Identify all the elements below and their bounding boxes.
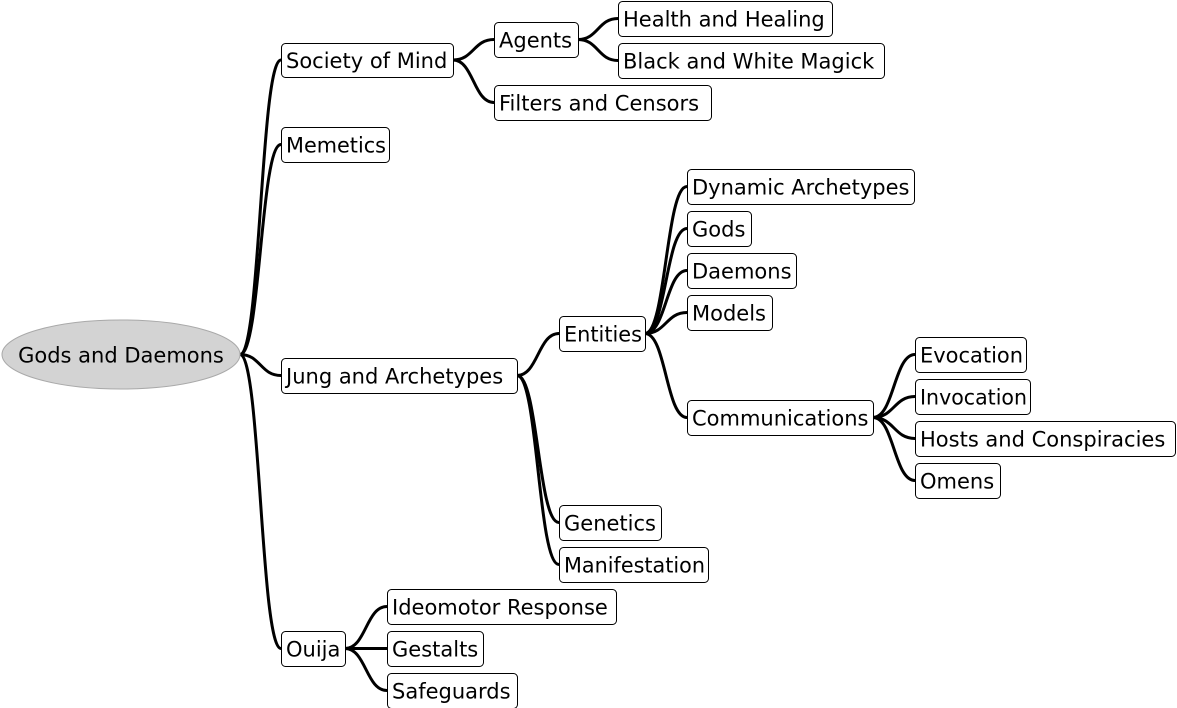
node-box — [687, 295, 773, 331]
node-box — [387, 589, 617, 625]
connector-line — [643, 185, 689, 335]
node-box — [281, 127, 390, 163]
node-box — [687, 253, 797, 289]
connector-line — [238, 353, 283, 650]
connector-line — [576, 38, 620, 62]
connector-line — [643, 227, 689, 335]
node-label: Filters and Censors — [499, 92, 699, 116]
node-box — [281, 43, 454, 78]
node-label: Omens — [920, 470, 994, 494]
node-label: Genetics — [564, 512, 656, 536]
node-safeguards[interactable]: Safeguards — [387, 673, 518, 708]
node-jung-and-archetypes[interactable]: Jung and Archetypes — [281, 358, 518, 394]
connector-line — [515, 374, 561, 566]
node-box — [281, 631, 346, 667]
node-label: Evocation — [920, 344, 1023, 368]
node-label: Health and Healing — [623, 8, 825, 32]
node-daemons[interactable]: Daemons — [687, 253, 797, 289]
connector-line — [451, 58, 496, 104]
node-label: Invocation — [920, 386, 1027, 410]
node-society-of-mind[interactable]: Society of Mind — [281, 43, 454, 78]
node-box — [494, 85, 712, 121]
node-genetics[interactable]: Genetics — [559, 505, 662, 541]
node-label: Memetics — [286, 134, 386, 158]
node-models[interactable]: Models — [687, 295, 773, 331]
node-box — [915, 337, 1027, 373]
node-box — [559, 316, 646, 352]
connector-line — [643, 332, 689, 419]
node-invocation[interactable]: Invocation — [915, 379, 1031, 415]
connector-line — [238, 58, 283, 356]
node-box — [281, 358, 518, 394]
node-label: Gods and Daemons — [18, 344, 224, 368]
node-box — [618, 43, 885, 79]
node-label: Hosts and Conspiracies — [920, 428, 1165, 452]
node-box — [687, 400, 874, 436]
connector-line — [515, 374, 561, 524]
connector-line — [871, 416, 917, 482]
node-box — [618, 1, 833, 37]
node-label: Ideomotor Response — [392, 596, 608, 620]
node-label: Manifestation — [564, 554, 705, 578]
node-ideomotor-response[interactable]: Ideomotor Response — [387, 589, 617, 625]
node-label: Jung and Archetypes — [284, 365, 503, 389]
node-box — [687, 169, 915, 205]
node-label: Communications — [692, 407, 868, 431]
node-gestalts[interactable]: Gestalts — [387, 631, 484, 667]
root-node[interactable]: Gods and Daemons — [1, 319, 241, 390]
node-label: Agents — [499, 29, 572, 53]
connector-line — [343, 647, 389, 692]
node-health-and-healing[interactable]: Health and Healing — [618, 1, 833, 37]
connector-line — [576, 17, 620, 41]
node-dynamic-archetypes[interactable]: Dynamic Archetypes — [687, 169, 915, 205]
connector-line — [238, 143, 283, 356]
node-box — [559, 505, 662, 541]
node-communications[interactable]: Communications — [687, 400, 874, 436]
node-manifestation[interactable]: Manifestation — [559, 547, 709, 583]
node-hosts-and-conspiracies[interactable]: Hosts and Conspiracies — [915, 421, 1176, 457]
node-label: Models — [692, 302, 766, 326]
node-evocation[interactable]: Evocation — [915, 337, 1027, 373]
connector-line — [515, 332, 561, 377]
node-label: Ouija — [286, 638, 340, 662]
node-label: Society of Mind — [286, 49, 447, 73]
node-box — [559, 547, 709, 583]
node-label: Daemons — [692, 260, 792, 284]
node-label: Gods — [692, 218, 745, 242]
root-node-shape — [1, 319, 241, 390]
node-box — [915, 421, 1176, 457]
node-ouija[interactable]: Ouija — [281, 631, 346, 667]
node-box — [915, 463, 1001, 499]
connector-line — [643, 311, 689, 335]
node-label: Gestalts — [392, 638, 478, 662]
node-memetics[interactable]: Memetics — [281, 127, 390, 163]
node-box — [687, 211, 752, 247]
node-label: Entities — [564, 323, 642, 347]
node-label: Black and White Magick — [623, 50, 875, 74]
node-box — [915, 379, 1031, 415]
node-box — [494, 22, 579, 58]
node-gods[interactable]: Gods — [687, 211, 752, 247]
node-label: Safeguards — [392, 680, 511, 704]
connector-line — [343, 605, 389, 650]
node-filters-and-censors[interactable]: Filters and Censors — [494, 85, 712, 121]
node-label: Dynamic Archetypes — [692, 176, 909, 200]
node-box — [387, 673, 518, 708]
node-black-and-white-magick[interactable]: Black and White Magick — [618, 43, 885, 79]
node-box — [387, 631, 484, 667]
connector-line — [451, 38, 496, 62]
connectors — [238, 17, 917, 692]
connector-line — [238, 353, 283, 377]
node-agents[interactable]: Agents — [494, 22, 579, 58]
node-entities[interactable]: Entities — [559, 316, 646, 352]
node-omens[interactable]: Omens — [915, 463, 1001, 499]
